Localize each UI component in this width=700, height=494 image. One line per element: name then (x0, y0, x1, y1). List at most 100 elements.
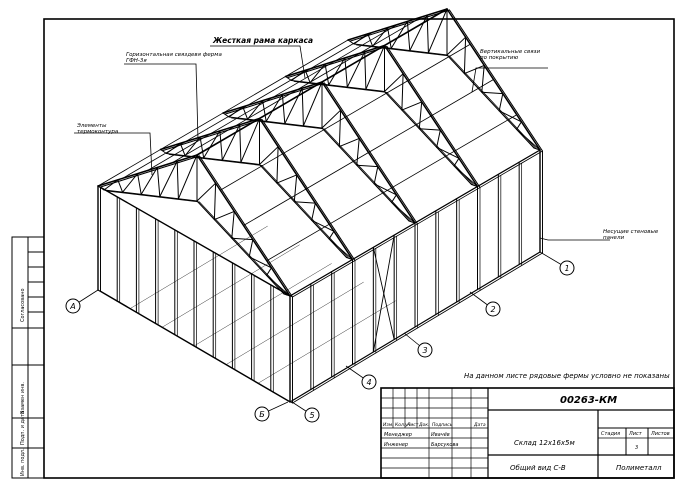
roof-purlin (243, 79, 494, 226)
floor-line (193, 263, 332, 347)
axis-bubble (65, 298, 81, 314)
col-date: Дата (473, 422, 486, 428)
truss-web (259, 146, 279, 165)
truss-web (446, 36, 467, 56)
truss-web (372, 27, 389, 47)
axis-bubble (417, 342, 433, 358)
truss-web (311, 202, 316, 221)
truss-web (364, 51, 367, 90)
truss-bottom-chord (356, 44, 450, 57)
col-sign: Подпись (432, 422, 453, 428)
truss-web (247, 100, 264, 120)
floor-line (161, 244, 300, 328)
roof-purlin (147, 24, 398, 171)
truss-web (426, 14, 429, 54)
truss-web (301, 87, 304, 127)
axis-bubble (254, 406, 270, 422)
truss-web (418, 128, 441, 131)
side-stamp-replace: Взамен инв. (20, 382, 26, 414)
truss-web (199, 136, 205, 159)
axis-label: 1 (564, 264, 569, 273)
truss-web (498, 93, 504, 112)
truss-web (302, 81, 323, 127)
sheet-number: 3 (635, 445, 638, 451)
col-doc: Док. (418, 422, 429, 428)
truss-web (338, 109, 342, 148)
axis-bubble (304, 407, 320, 423)
col-kol: Кол.уч (395, 422, 411, 428)
truss-web (177, 154, 198, 200)
floor-line (225, 281, 364, 365)
axis-label: Б (259, 410, 265, 419)
truss-web (103, 179, 119, 191)
col-izm: Изм. (383, 422, 394, 428)
truss-web (248, 256, 272, 269)
ridge-beam (196, 8, 448, 156)
truss-web (406, 20, 411, 52)
truss-web (240, 118, 260, 163)
axis-label: А (69, 302, 75, 311)
truss-web (176, 160, 179, 200)
truss-top-chord (323, 82, 419, 225)
truss-web (338, 137, 360, 148)
truss-web (516, 121, 522, 130)
truss-web (427, 8, 448, 54)
truss-top-chord (99, 155, 201, 188)
roof-purlin (122, 31, 374, 179)
truss-web (328, 230, 335, 240)
axis-bubble (485, 301, 501, 317)
name-manager: Ивачёв (431, 432, 450, 438)
truss-web (453, 157, 460, 167)
roof-purlin (219, 43, 471, 191)
truss-web (533, 147, 541, 151)
truss-web (436, 129, 441, 148)
truss-web (203, 130, 221, 159)
truss-web (293, 174, 298, 203)
truss-web (159, 160, 178, 198)
col-list: Лист (406, 422, 419, 428)
roof-purlin (171, 16, 423, 164)
truss-web (356, 164, 379, 168)
wall-bracing (372, 234, 395, 353)
roof-purlin (97, 39, 349, 187)
sheets-header: Листов (650, 431, 670, 437)
roof-purlin (289, 149, 541, 297)
truss-web (409, 14, 428, 52)
truss-web (213, 182, 217, 221)
truss-top-chord (386, 45, 481, 189)
truss-web (184, 136, 201, 157)
truss-web (436, 146, 460, 159)
truss-web (516, 128, 541, 151)
truss-web (390, 20, 408, 49)
truss-bottom-chord (290, 79, 386, 93)
truss-web (117, 179, 124, 193)
truss-web (262, 100, 267, 122)
truss-top-chord (448, 9, 544, 152)
name-engineer: Барсукова (431, 442, 458, 448)
side-stamp (11, 236, 45, 479)
truss-bottom-chord (258, 163, 348, 259)
label-rigid-frame: Жесткая рама каркаса (212, 36, 313, 45)
sheet-header: Лист (628, 431, 643, 437)
truss-web (418, 101, 423, 130)
truss-web (122, 173, 139, 193)
side-stamp-agreed: Согласовано (20, 288, 26, 322)
truss-web (324, 63, 330, 86)
truss-web (321, 109, 342, 129)
truss-web (239, 124, 242, 163)
leader-lines (74, 45, 610, 241)
sheet-title: Общий вид С-В (510, 464, 566, 472)
truss-web (140, 166, 158, 195)
truss-web (328, 57, 346, 86)
truss-web (328, 238, 353, 260)
truss-web (265, 93, 283, 122)
truss-web (276, 174, 298, 184)
truss-web (453, 165, 478, 187)
truss-web (97, 185, 105, 191)
truss-web (471, 184, 478, 187)
